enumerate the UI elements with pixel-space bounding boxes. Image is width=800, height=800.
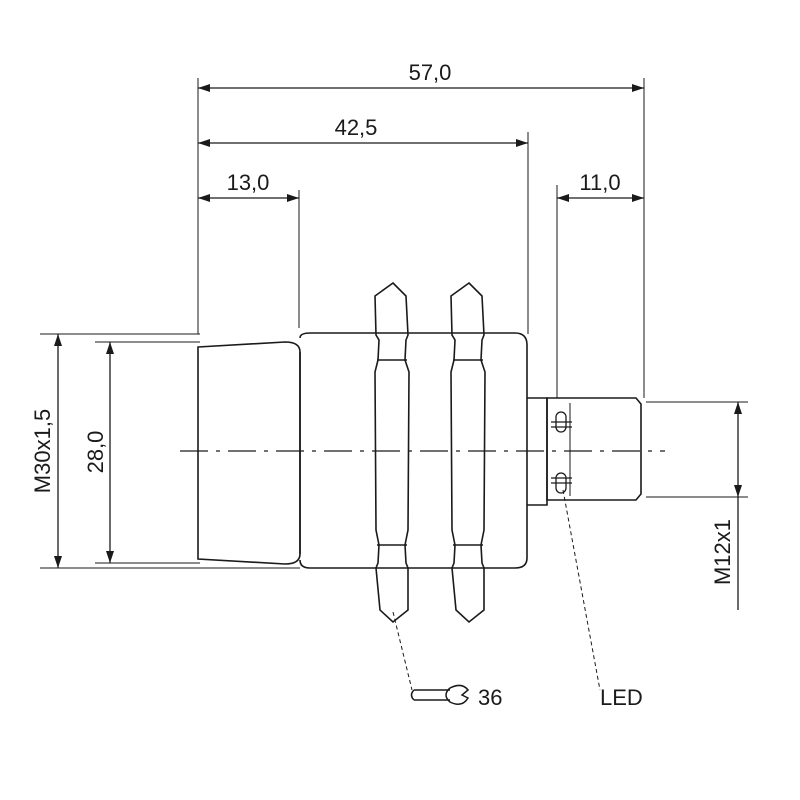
led-label: LED	[600, 685, 643, 710]
wrench-size-label: 36	[478, 685, 502, 710]
svg-text:M12x1: M12x1	[710, 519, 735, 585]
leader-lines	[392, 489, 601, 691]
svg-text:M30x1,5: M30x1,5	[30, 409, 55, 493]
dimension-13: 13,0	[198, 170, 299, 202]
sensing-face	[197, 341, 301, 565]
led-windows	[551, 411, 572, 494]
hex-nut-left	[374, 281, 410, 624]
dimension-28: 28,0	[83, 342, 114, 563]
svg-text:42,5: 42,5	[335, 115, 378, 140]
dimension-11: 11,0	[557, 170, 644, 202]
dimension-m30: M30x1,5	[30, 334, 62, 568]
svg-text:11,0: 11,0	[579, 170, 620, 195]
m12-connector	[546, 397, 642, 501]
extension-lines	[40, 78, 748, 569]
dimension-42-5: 42,5	[198, 115, 528, 147]
wrench-icon	[410, 684, 470, 705]
svg-text:13,0: 13,0	[227, 170, 270, 195]
svg-text:28,0: 28,0	[83, 431, 108, 474]
dimension-m12: M12x1	[710, 402, 742, 610]
hex-nut-right	[450, 281, 486, 624]
dimension-57: 57,0	[198, 60, 644, 92]
svg-text:57,0: 57,0	[409, 60, 452, 85]
